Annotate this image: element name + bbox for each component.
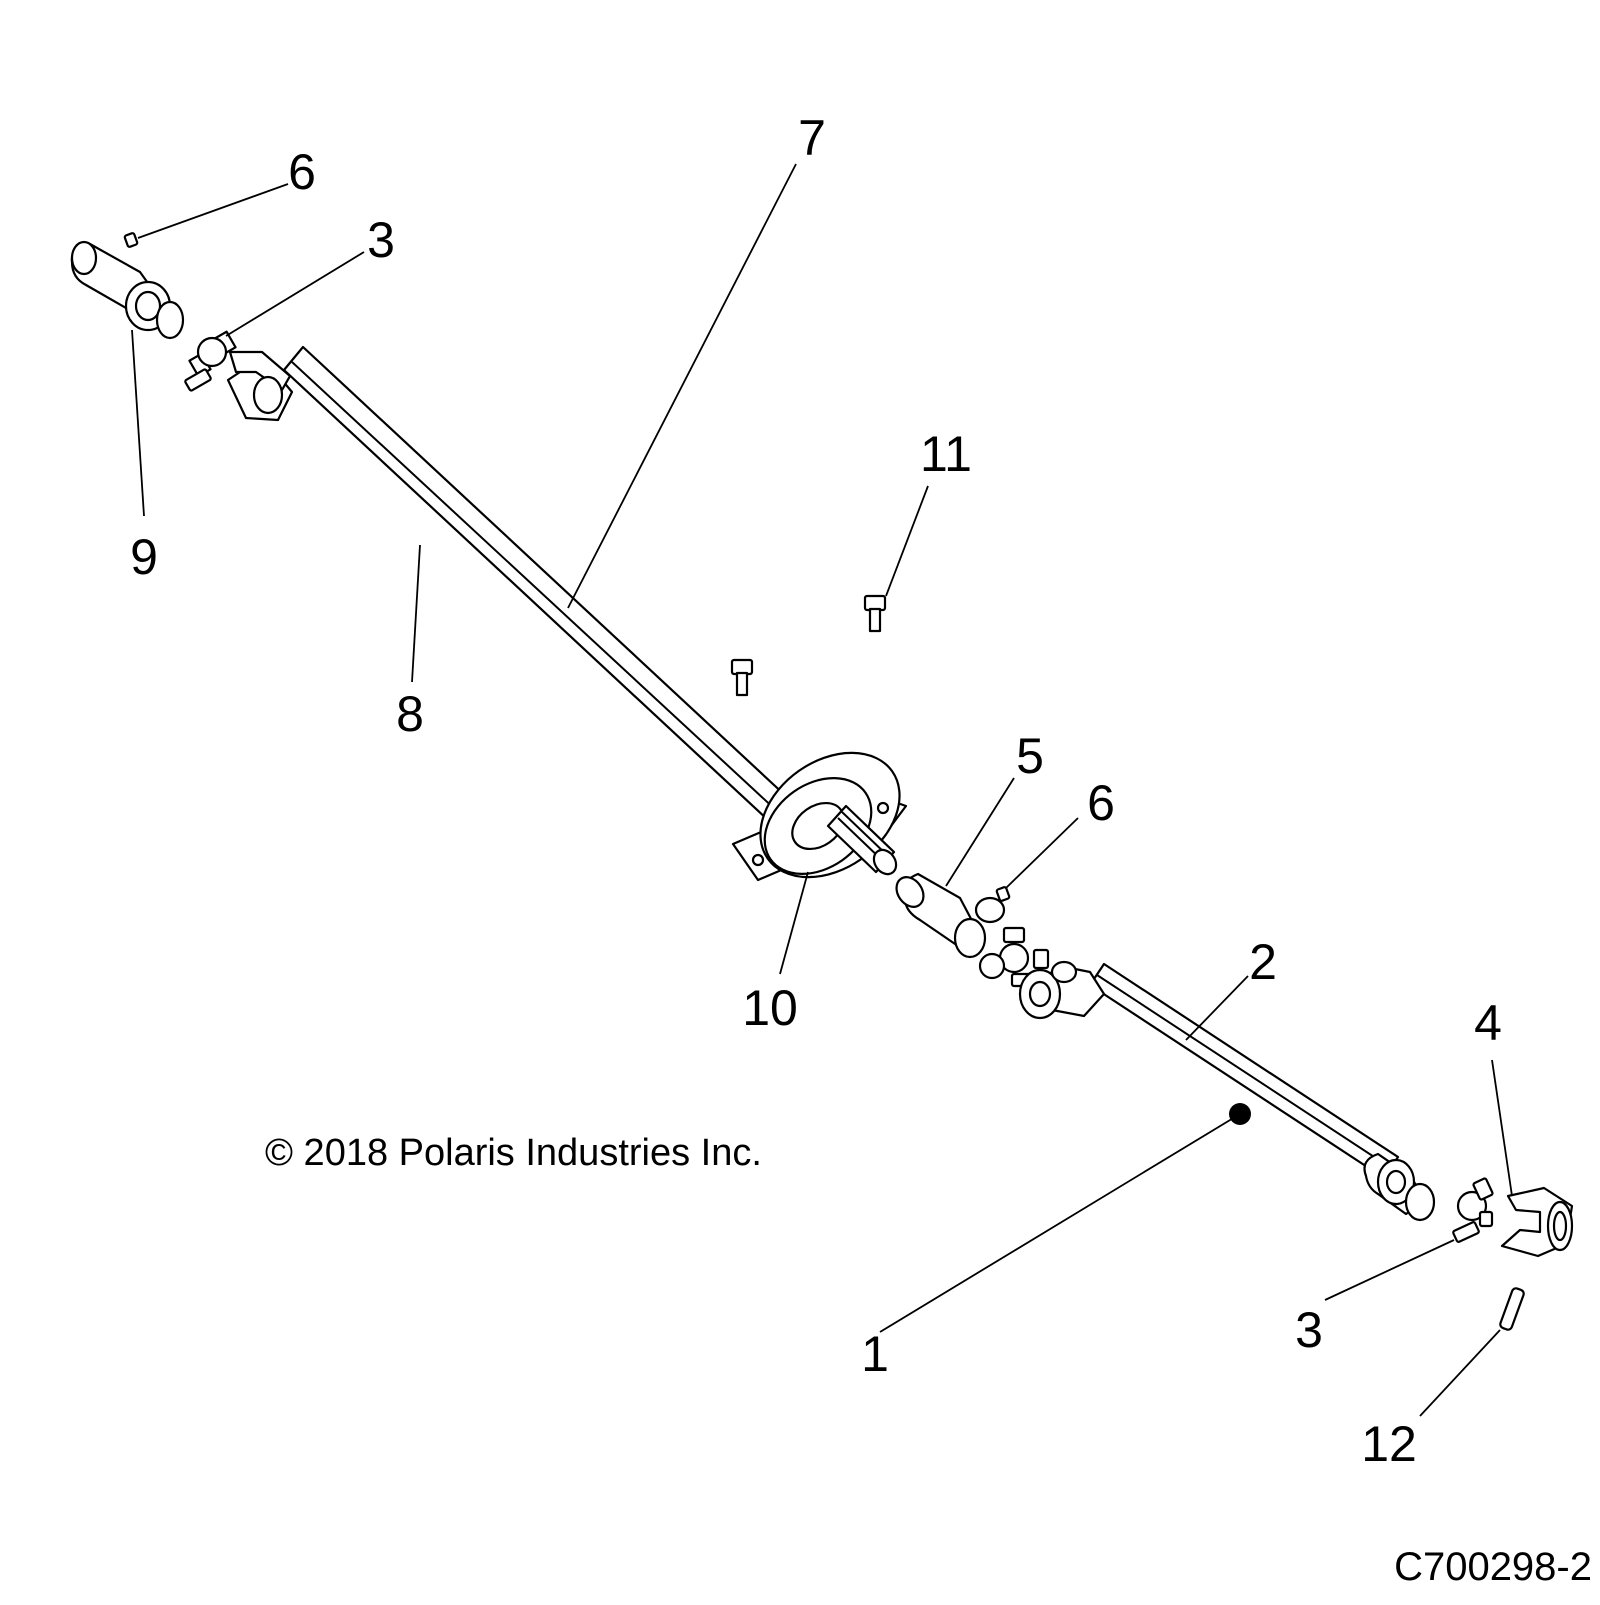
front-u-joint-cross [184,330,237,392]
callout-1: 1 [861,1326,889,1382]
callout-2: 2 [1249,934,1277,990]
copyright-notice: © 2018 Polaris Industries Inc. [265,1132,762,1174]
mounting-bolt-lower [730,658,754,697]
callout-9: 9 [130,529,158,585]
callout-6-right: 6 [1087,775,1115,831]
callout-3-bottom: 3 [1295,1302,1323,1358]
drawing-id: C700298-2 [1394,1545,1592,1589]
mounting-bolt-upper [863,594,887,633]
callout-4: 4 [1474,995,1502,1051]
front-shaft-yoke [226,350,294,422]
callout-6-top: 6 [288,144,316,200]
rear-u-joint-cross [1452,1177,1494,1243]
slip-yoke [895,872,1006,959]
callout-5: 5 [1016,728,1044,784]
splined-stub-shaft [826,804,898,876]
front-coupler-yoke [70,240,185,340]
rear-prop-shaft [1088,962,1400,1180]
callout-12: 12 [1361,1416,1417,1472]
grease-fitting-rear [995,886,1011,902]
callout-11: 11 [920,426,972,482]
grease-fitting-front [123,232,139,248]
front-prop-shaft [282,345,790,823]
callout-3-top: 3 [367,212,395,268]
center-u-joint-cross [978,926,1050,988]
callout-8: 8 [396,686,424,742]
rear-shaft-rear-yoke [1363,1152,1436,1222]
rear-output-yoke [1500,1186,1574,1258]
callout-10: 10 [742,980,798,1036]
roll-pin [1499,1287,1525,1331]
leader-lines [131,163,1513,1417]
reference-dot-marker [1229,1103,1251,1125]
rear-shaft-front-yoke [1018,960,1106,1020]
callout-7: 7 [798,110,826,166]
